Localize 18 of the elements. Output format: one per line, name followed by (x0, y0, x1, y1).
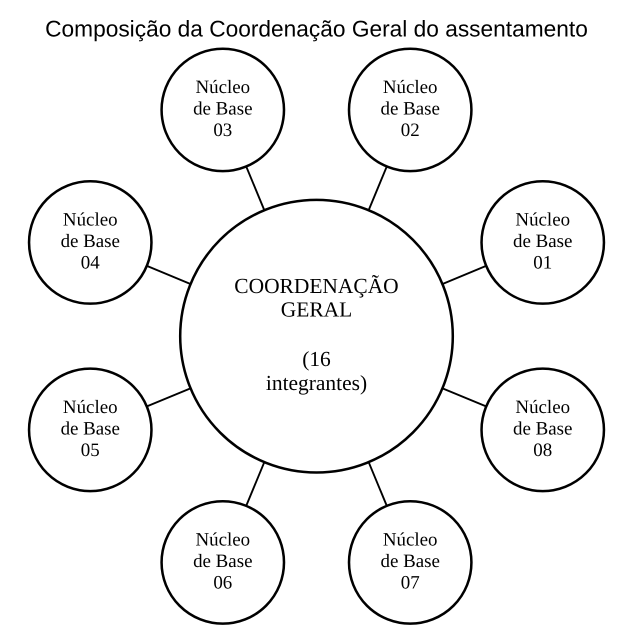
connector (367, 462, 388, 506)
connector (244, 166, 265, 210)
node-circle: Núcleo de Base 07 (347, 500, 472, 625)
connector (146, 388, 190, 408)
node-circle: Núcleo de Base 05 (27, 367, 152, 492)
connector (244, 462, 265, 506)
node-circle: Núcleo de Base 08 (480, 367, 605, 492)
node-circle: Núcleo de Base 04 (27, 180, 152, 305)
node-circle: Núcleo de Base 03 (160, 47, 285, 172)
connector (146, 265, 190, 285)
diagram-title: Composição da Coordenação Geral do assentamento (44, 16, 588, 42)
connector (367, 166, 388, 210)
node-circle: Núcleo de Base 01 (480, 180, 605, 305)
connector (442, 265, 486, 285)
connector (442, 388, 486, 408)
node-circle: Núcleo de Base 02 (347, 47, 472, 172)
node-circle: Núcleo de Base 06 (160, 500, 285, 625)
node-circle: COORDENAÇÃO GERAL (16 integrantes) (178, 198, 454, 474)
